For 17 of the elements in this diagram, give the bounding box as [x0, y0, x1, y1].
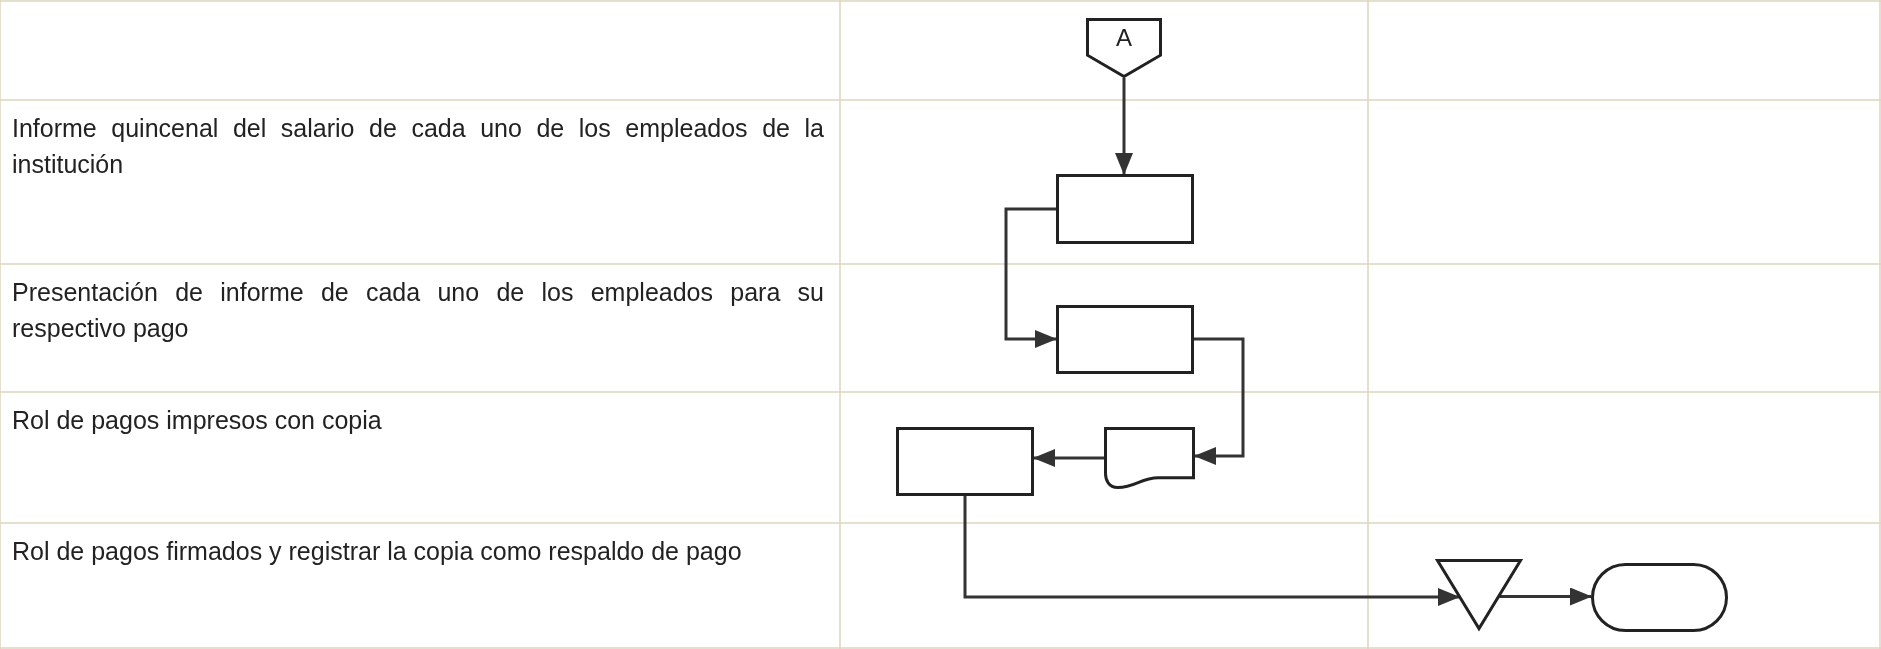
arrow — [1194, 337, 1245, 465]
row-description: Rol de pagos impresos con copia — [12, 405, 383, 436]
arrow — [1499, 587, 1592, 606]
arrow — [1033, 449, 1104, 467]
document-shape — [1104, 427, 1195, 489]
process-box — [896, 427, 1034, 496]
process-box — [1056, 174, 1194, 244]
arrow — [1004, 207, 1057, 348]
row-description: Informe quincenal del salario de cada uno de los empleados de la institución — [12, 113, 824, 180]
arrow — [963, 496, 1460, 606]
row-description: Rol de pagos firmados y registrar la copia como respaldo de pago — [12, 536, 743, 567]
offpage-connector — [1086, 18, 1162, 78]
process-box — [1056, 305, 1194, 374]
connector-letter: A — [1115, 24, 1133, 52]
storage-triangle — [1436, 559, 1522, 630]
row-description: Presentación de informe de cada uno de los empleados para su respectivo pago — [12, 277, 824, 344]
arrow — [1115, 78, 1133, 175]
